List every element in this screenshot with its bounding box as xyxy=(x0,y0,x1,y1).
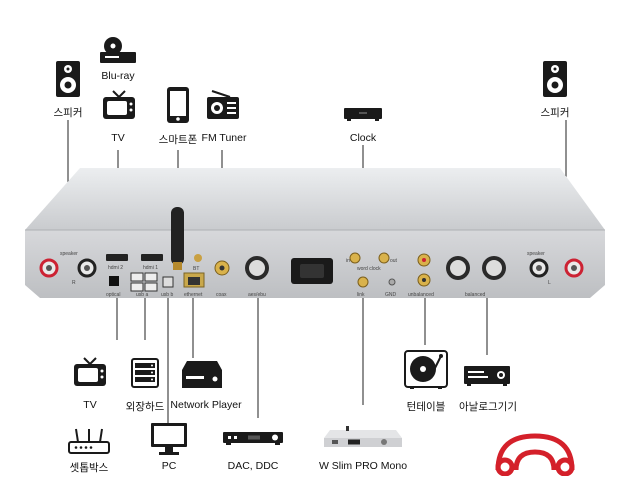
panel-speaker-right: speaker xyxy=(527,251,545,257)
clock-label: Clock xyxy=(349,132,377,144)
turntable-label: 턴테이블 xyxy=(406,401,446,413)
panel-link: link xyxy=(357,292,365,298)
panel-hdmi1: hdmi 1 xyxy=(143,265,158,271)
optical-port xyxy=(109,276,119,286)
panel-ethernet: ethernet xyxy=(184,292,203,298)
network-player-label: Network Player xyxy=(170,399,242,411)
panel-bt: BT xyxy=(193,266,199,272)
panel-word-clock: word clock xyxy=(357,266,381,272)
speaker-right-label: 스피커 xyxy=(540,107,570,119)
bt-antenna xyxy=(171,207,184,265)
settop-box-icon xyxy=(68,428,110,454)
panel-hdmi2: hdmi 2 xyxy=(108,265,123,271)
link-port xyxy=(357,276,369,288)
brand-logo-icon xyxy=(495,433,575,476)
panel-in: in xyxy=(346,258,350,264)
w-slim-pro-mono-icon xyxy=(324,426,402,447)
panel-usb-a: usb a xyxy=(136,292,148,298)
network-player-icon xyxy=(182,361,222,388)
panel-out: out xyxy=(390,258,398,264)
turntable-icon xyxy=(404,350,448,389)
tv-top-label: TV xyxy=(111,132,125,144)
tv-top-icon xyxy=(103,90,135,119)
hdmi2-port xyxy=(106,254,128,261)
pc-label: PC xyxy=(161,460,177,472)
w-slim-pro-mono-label: W Slim PRO Mono xyxy=(318,460,408,472)
smartphone-label: 스마트폰 xyxy=(158,134,198,146)
dac-ddc-icon xyxy=(223,432,283,445)
clock-icon xyxy=(344,108,382,121)
hdmi1-port xyxy=(141,254,163,261)
fm-tuner-label: FM Tuner xyxy=(201,132,247,144)
panel-unbalanced: unbalanced xyxy=(408,292,434,298)
fm-tuner-icon xyxy=(207,90,239,119)
panel-l-right: L xyxy=(548,280,551,286)
panel-aes-ebu: aes/ebu xyxy=(248,292,266,298)
analog-device-label: 아날로그기기 xyxy=(459,401,517,413)
external-hdd-label: 외장하드 xyxy=(125,401,165,413)
bluray-icon xyxy=(100,37,136,63)
speaker-left-icon xyxy=(56,61,80,97)
analog-device-icon xyxy=(464,366,510,386)
panel-r-left: R xyxy=(72,280,76,286)
panel-coax: coax xyxy=(216,292,227,298)
panel-optical: optical xyxy=(106,292,120,298)
panel-usb-b: usb b xyxy=(161,292,173,298)
smartphone-icon xyxy=(167,87,189,123)
speaker-right-icon xyxy=(543,61,567,97)
tv-bottom-icon xyxy=(74,357,106,386)
bluray-label: Blu-ray xyxy=(101,70,135,82)
tv-bottom-label: TV xyxy=(83,399,97,411)
dac-ddc-label: DAC, DDC xyxy=(227,460,279,472)
panel-gnd: GND xyxy=(385,292,397,298)
panel-balanced: balanced xyxy=(465,292,486,298)
settop-box-label: 셋톱박스 xyxy=(69,462,109,474)
pc-icon xyxy=(151,423,187,455)
speaker-left-label: 스피커 xyxy=(53,107,83,119)
panel-speaker-left: speaker xyxy=(60,251,78,257)
external-hdd-icon xyxy=(131,358,159,388)
